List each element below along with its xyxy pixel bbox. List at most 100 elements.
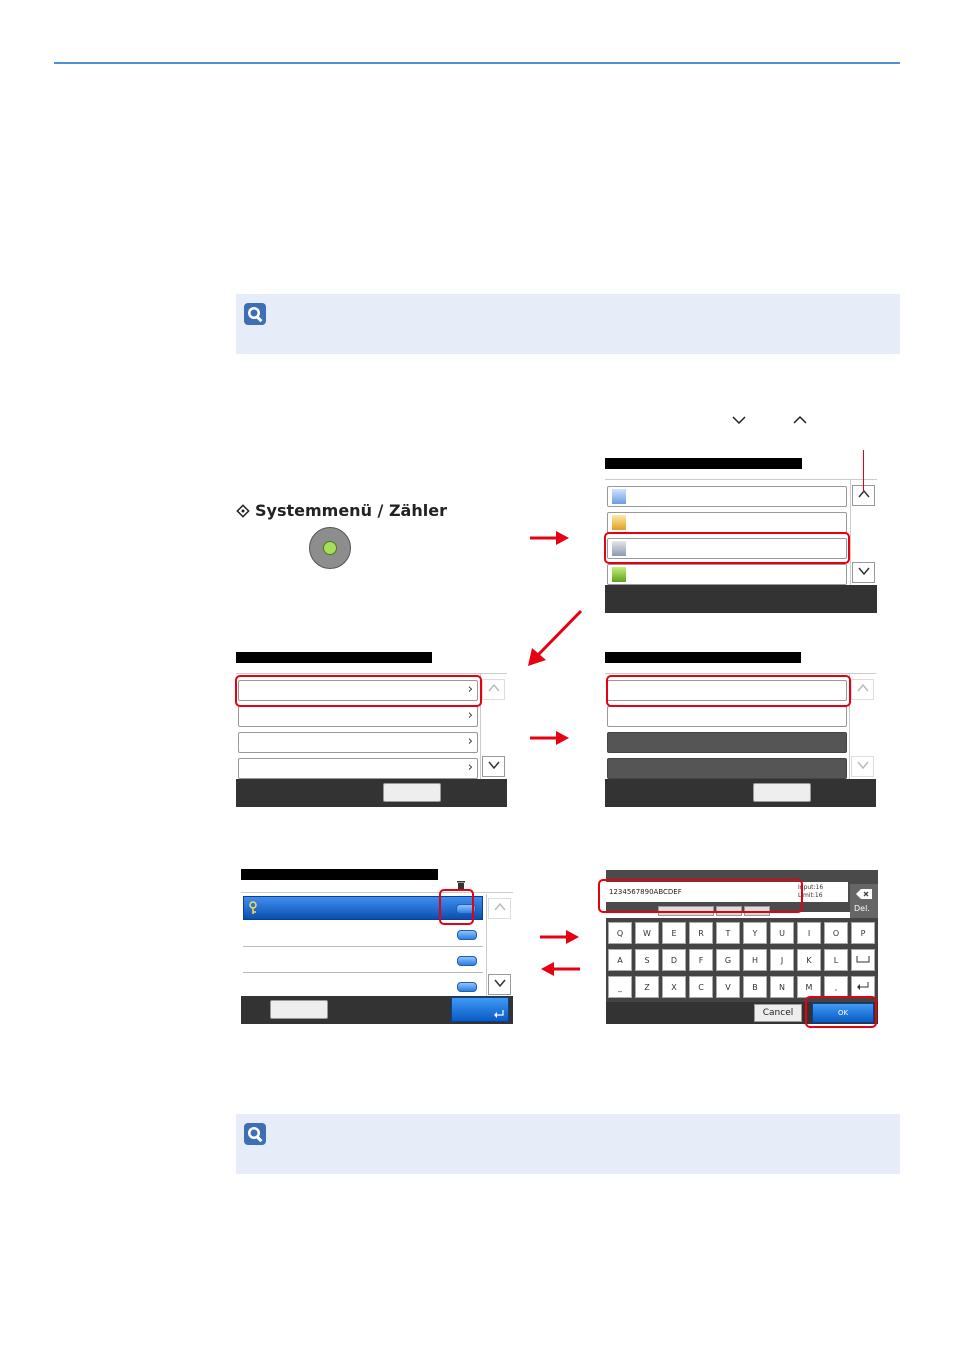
panel-title-bar [241,869,438,880]
key-button[interactable]: U [770,922,794,944]
scroll-up-button[interactable] [488,898,511,919]
back-button[interactable] [270,1000,328,1019]
scroll-down-button[interactable] [852,562,875,583]
detail-button[interactable] [456,904,476,914]
close-button[interactable] [383,783,441,802]
key-button[interactable]: R [689,922,713,944]
detail-button[interactable] [457,982,477,992]
panel-header [236,663,507,674]
ok-label: OK [837,1009,849,1017]
scrollbar[interactable] [486,894,513,998]
key-button[interactable]: Y [743,922,767,944]
scrollbar[interactable] [850,480,877,585]
list-item[interactable] [607,538,847,559]
key-button[interactable]: H [743,949,767,971]
detail-button[interactable] [457,930,477,940]
return-key[interactable] [851,976,875,998]
scroll-up-button[interactable] [852,485,875,506]
key-button[interactable]: _ [608,976,632,998]
list-item[interactable] [243,948,483,973]
delete-label: Del. [854,904,870,913]
cancel-button[interactable]: Cancel [754,1004,802,1022]
key-button[interactable]: P [851,922,875,944]
list-item[interactable] [607,706,847,727]
screen-panel-4 [241,869,513,1024]
highlight-frame [235,675,482,707]
screen-panel-3 [605,652,876,807]
close-button[interactable] [753,783,811,802]
key-button[interactable]: D [662,949,686,971]
key-button[interactable]: T [716,922,740,944]
key-button[interactable]: N [770,976,794,998]
key-button[interactable]: K [797,949,821,971]
list-item[interactable] [607,486,847,507]
panel-footer [241,996,513,1024]
screen-panel-keyboard: 1234567890ABCDEF Input:16 Limit:16 Del. … [598,870,878,1028]
list-item-selected[interactable] [243,896,483,920]
key-button[interactable]: J [770,949,794,971]
key-button[interactable]: M [797,976,821,998]
arrow-right-icon [530,731,569,745]
scroll-down-button[interactable] [851,756,874,777]
key-button[interactable]: O [824,922,848,944]
key-button[interactable]: B [743,976,767,998]
arrow-left-icon [541,962,580,976]
scroll-down-button[interactable] [488,974,511,995]
enter-button[interactable] [451,997,509,1022]
key-button[interactable]: X [662,976,686,998]
system-menu-label: Systemmenü / Zähler [255,501,447,520]
key-button[interactable]: G [716,949,740,971]
scroll-up-button[interactable] [482,679,505,700]
scroll-down-button[interactable] [482,756,505,777]
panel-footer [605,779,876,807]
enter-icon [494,1010,504,1018]
keyboard-footer: Cancel OK [606,1002,878,1024]
callout-line [863,450,864,492]
note-box-2 [236,1114,900,1174]
highlight-frame [439,889,474,925]
scroll-up-button[interactable] [851,679,874,700]
screen-panel-1 [604,450,877,613]
scrollbar[interactable] [480,674,507,779]
chevron-up-icon [792,410,808,431]
list-item[interactable]: › [238,680,478,701]
arrow-down-left-icon [528,609,583,666]
delete-button[interactable]: Del. [850,884,878,918]
detail-button[interactable] [457,956,477,966]
list-item[interactable]: › [238,758,478,779]
key-button[interactable]: F [689,949,713,971]
list-item[interactable] [243,922,483,947]
list-item[interactable] [607,564,847,585]
key-button[interactable]: A [608,949,632,971]
key-button[interactable]: Z [635,976,659,998]
list-item[interactable]: › [238,732,478,753]
key-button[interactable]: Q [608,922,632,944]
note-icon [244,303,266,325]
key-button[interactable]: S [635,949,659,971]
key-button[interactable]: I [797,922,821,944]
key-button[interactable]: , [824,976,848,998]
chevron-down-icon [731,410,747,431]
arrow-right-icon [530,531,569,545]
scrollbar[interactable] [849,674,876,779]
key-button[interactable]: L [824,949,848,971]
panel-header [605,469,877,480]
panel-header [605,663,876,674]
screen-panel-2: › › › › [235,652,507,807]
system-menu-button[interactable] [309,527,351,569]
key-button[interactable]: W [635,922,659,944]
space-key[interactable] [851,949,875,971]
highlight-frame [606,675,851,707]
list-item[interactable]: › [238,706,478,727]
key-button[interactable]: E [662,922,686,944]
highlight-frame-ok [805,996,877,1028]
top-divider-line [54,62,900,64]
text-input[interactable]: 1234567890ABCDEF [606,882,796,902]
ok-button[interactable]: OK [812,1003,874,1023]
list-item-empty [607,732,847,753]
list-item[interactable] [607,512,847,533]
key-button[interactable]: C [689,976,713,998]
panel-title-bar [236,652,432,663]
note-icon [244,1123,266,1145]
key-button[interactable]: V [716,976,740,998]
